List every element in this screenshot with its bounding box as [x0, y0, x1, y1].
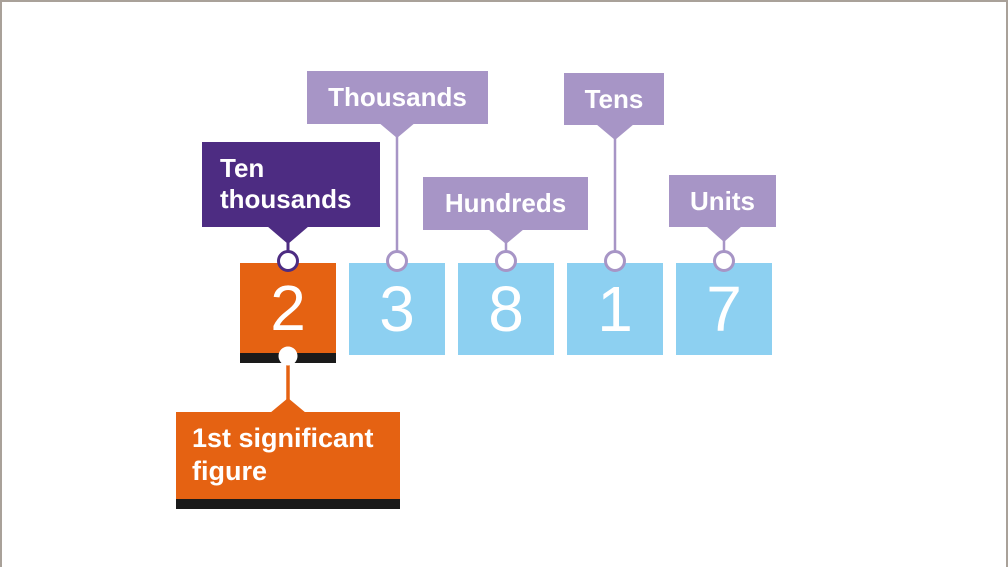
- digit-box-hundreds: 8: [458, 263, 554, 355]
- callout-tens: Tens: [564, 73, 664, 125]
- tail-units: [706, 226, 742, 242]
- tail-tens: [596, 124, 634, 140]
- callout-thousands: Thousands: [307, 71, 488, 124]
- callout-units: Units: [669, 175, 776, 227]
- tail-thousands: [378, 122, 416, 138]
- callout-ten-thousands: Ten thousands: [202, 142, 380, 227]
- digit-box-tens: 1: [567, 263, 663, 355]
- tail-ten-thousands: [267, 226, 309, 244]
- digit-box-units: 7: [676, 263, 772, 355]
- digit-box-ten-thousands: 2: [240, 263, 336, 363]
- tail-hundreds: [488, 229, 524, 244]
- digit-box-thousands: 3: [349, 263, 445, 355]
- tail-significant-figure: [270, 398, 306, 413]
- callout-hundreds: Hundreds: [423, 177, 588, 230]
- significant-figure-label: 1st significant figure: [176, 412, 400, 509]
